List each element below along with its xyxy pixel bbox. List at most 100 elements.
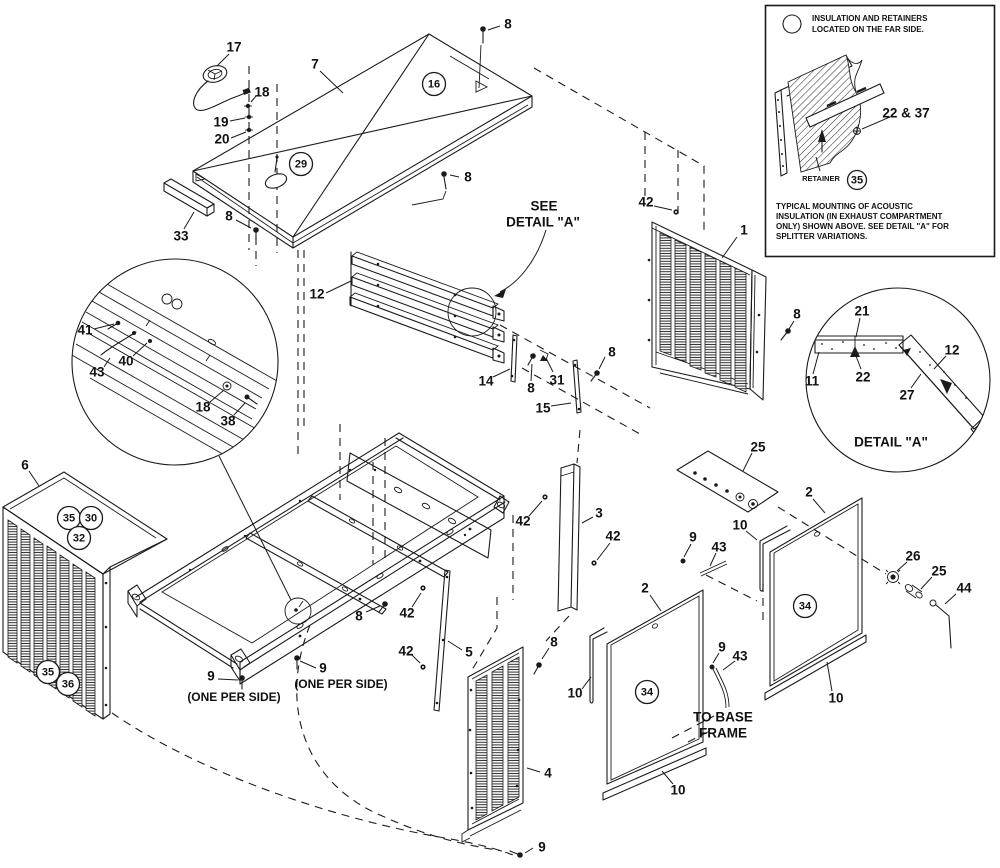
inset-caption-line1: TYPICAL MOUNTING OF ACOUSTIC	[776, 202, 913, 211]
panel-6-louvers	[7, 519, 96, 717]
inset-legend-line2: LOCATED ON THE FAR SIDE.	[812, 25, 924, 34]
part-callout-25: 25	[750, 440, 766, 455]
part-callout-22&37: 22 & 37	[882, 106, 929, 121]
latch-hardware	[885, 569, 952, 649]
svg-text:35: 35	[42, 667, 54, 679]
detail-circle-left	[71, 258, 279, 466]
svg-text:29: 29	[295, 159, 307, 171]
louvered-panel-6	[2, 471, 168, 720]
to-base-frame-line1: TO BASE	[693, 710, 753, 725]
louvered-panel-4	[461, 646, 542, 858]
louvered-panel-1	[647, 209, 791, 401]
part-callout-19: 19	[213, 115, 228, 130]
roof-screws	[253, 26, 486, 241]
part-callout-38: 38	[220, 414, 236, 429]
part-callout-42: 42	[515, 514, 530, 529]
part-callout-43: 43	[89, 365, 105, 380]
svg-text:36: 36	[62, 679, 74, 691]
part-callout-1: 1	[740, 223, 748, 238]
part-callout-18: 18	[254, 85, 270, 100]
part-callout-8: 8	[504, 17, 512, 32]
projection-dashed-lines	[111, 66, 887, 856]
part-callout-42: 42	[398, 644, 413, 659]
door-panels	[589, 450, 952, 801]
retainer-label: RETAINER	[802, 174, 840, 183]
part-callout-8: 8	[793, 307, 801, 322]
inset-caption-line2: INSULATION (IN EXHAUST COMPARTMENT	[776, 212, 942, 221]
part-callout-11: 11	[805, 374, 820, 389]
inset-note-box: INSULATION AND RETAINERS LOCATED ON THE …	[764, 4, 996, 258]
inset-legend-line1: INSULATION AND RETAINERS	[812, 14, 928, 23]
part-callout-12: 12	[944, 343, 959, 358]
part-callout-8: 8	[608, 345, 616, 360]
circled-callout-16: 16	[421, 71, 447, 97]
part-callout-17: 17	[226, 40, 241, 55]
see-detail-line1: SEE	[530, 199, 557, 214]
part-callout-40: 40	[118, 354, 133, 369]
part-callout-26: 26	[905, 549, 921, 564]
part-callout-25: 25	[931, 564, 947, 579]
one-per-side-label-1: (ONE PER SIDE)	[187, 690, 280, 704]
part-callout-33: 33	[173, 229, 189, 244]
part-callout-8: 8	[464, 170, 472, 185]
cap-and-lanyard	[193, 65, 253, 133]
part-callout-15: 15	[535, 401, 551, 416]
inset-caption-line4: SPLITTER VARIATIONS.	[776, 232, 867, 241]
strip-5	[433, 569, 451, 712]
part-callout-8: 8	[225, 209, 233, 224]
one-per-side-label-2: (ONE PER SIDE)	[294, 677, 387, 691]
part-callout-42: 42	[605, 529, 620, 544]
part-callout-8: 8	[355, 609, 363, 624]
part-callout-2: 2	[805, 485, 813, 500]
far-side-symbol-circle	[782, 14, 802, 34]
part-callout-10: 10	[670, 783, 685, 798]
part-callout-7: 7	[311, 57, 319, 72]
part-callout-42: 42	[399, 606, 414, 621]
part-callout-41: 41	[77, 323, 93, 338]
part-callout-43: 43	[732, 649, 748, 664]
circled-callout-29: 29	[288, 151, 314, 177]
angle-bracket-33	[163, 178, 215, 217]
part-callout-8: 8	[550, 635, 558, 650]
part-callout-10: 10	[567, 686, 582, 701]
circled-callout-35: 35	[846, 169, 868, 191]
part-callout-3: 3	[595, 506, 603, 521]
frame-detail-highlight-circle	[284, 597, 312, 625]
part-callout-18: 18	[195, 400, 211, 415]
part-callout-4: 4	[544, 766, 552, 781]
annotation-texts: SEE DETAIL "A" DETAIL "A" (ONE PER SIDE)…	[187, 199, 928, 741]
svg-text:35: 35	[851, 175, 863, 187]
svg-text:30: 30	[85, 513, 97, 525]
svg-text:34: 34	[641, 687, 654, 699]
svg-text:16: 16	[428, 79, 440, 91]
circled-callout-30: 30	[78, 505, 104, 531]
circled-callout-34: 34	[792, 593, 818, 619]
roof-panel	[192, 33, 533, 249]
leader-lines	[28, 25, 957, 854]
part-callout-31: 31	[549, 373, 565, 388]
part-callout-9: 9	[319, 661, 327, 676]
part-callout-10: 10	[732, 518, 747, 533]
part-callout-12: 12	[309, 287, 324, 302]
part-callout-6: 6	[21, 458, 29, 473]
channel-3	[542, 463, 597, 612]
part-callout-42: 42	[638, 195, 653, 210]
part-callout-9: 9	[538, 840, 546, 855]
part-callout-9: 9	[207, 669, 215, 684]
inset-illustration	[774, 54, 891, 177]
panel-4-louvers	[475, 656, 520, 821]
part-callout-5: 5	[465, 645, 473, 660]
part-callout-20: 20	[214, 132, 229, 147]
circled-callout-36: 36	[55, 671, 81, 697]
base-frame	[127, 432, 510, 690]
to-base-frame-line2: FRAME	[699, 726, 747, 741]
hinge-plate-25	[676, 450, 779, 513]
part-callout-27: 27	[899, 388, 914, 403]
inset-caption-line3: ONLY) SHOWN ABOVE. SEE DETAIL "A" FOR	[776, 222, 949, 231]
detail-a-circle	[805, 287, 991, 473]
part-callout-8: 8	[527, 381, 535, 396]
part-callout-21: 21	[854, 304, 870, 319]
